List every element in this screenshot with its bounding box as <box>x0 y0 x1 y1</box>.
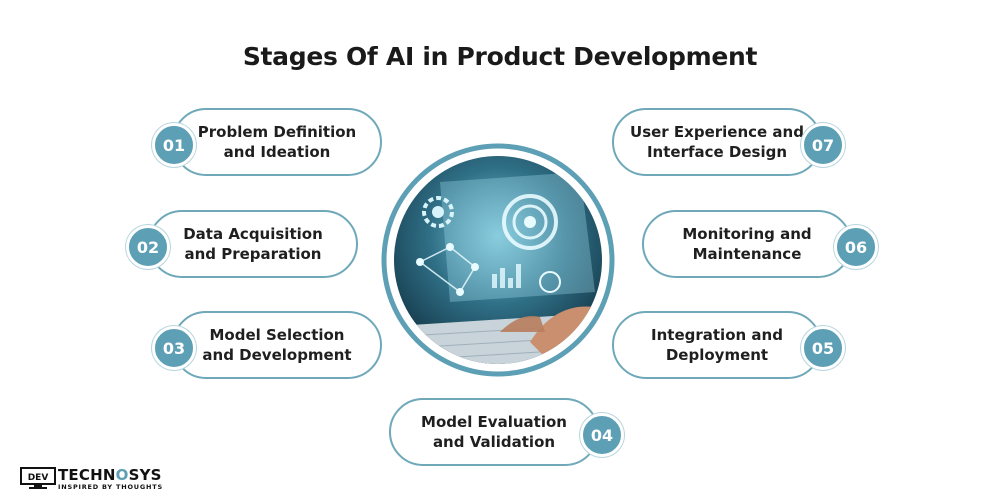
stage-03-number-badge: 03 <box>152 326 196 370</box>
logo-wordmark: TECHNOSYS <box>58 466 162 484</box>
svg-text:DEV: DEV <box>28 473 49 483</box>
stage-04-number-badge: 04 <box>580 413 624 457</box>
devtechnosys-logo-mark: DEV <box>20 467 56 489</box>
stage-05-number-badge: 05 <box>801 326 845 370</box>
ai-technology-hub-image <box>381 143 615 377</box>
stage-02-number-badge: 02 <box>126 225 170 269</box>
stage-06-number-badge: 06 <box>834 225 878 269</box>
stage-01-number-badge: 01 <box>152 123 196 167</box>
stage-07-number-badge: 07 <box>801 123 845 167</box>
page-title: Stages Of AI in Product Development <box>242 42 758 71</box>
logo-tagline: INSPIRED BY THOUGHTS <box>58 483 163 491</box>
